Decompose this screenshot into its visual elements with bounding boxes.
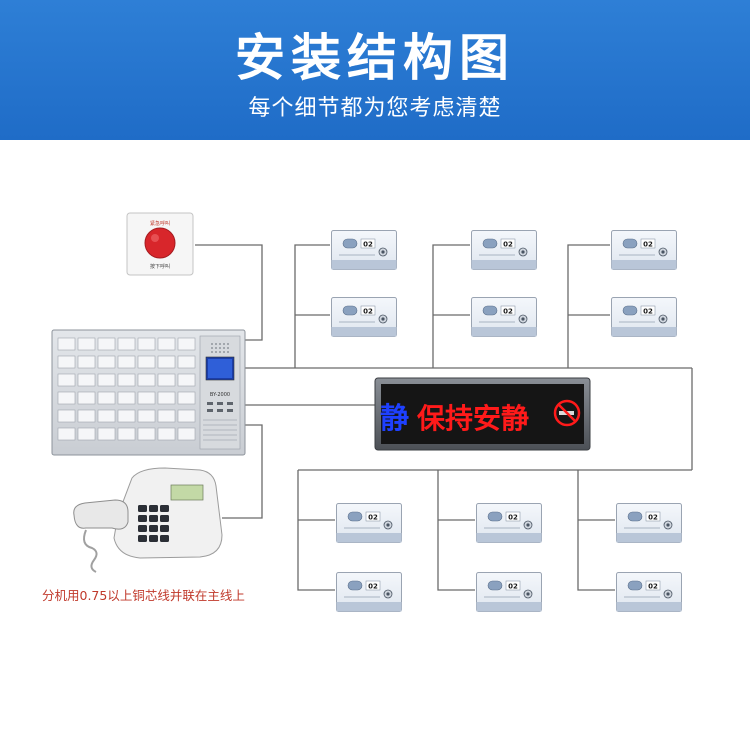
bedside-units-top	[331, 230, 677, 337]
panel-key	[117, 409, 136, 423]
wire-top-branch-1	[294, 244, 330, 368]
panel-key	[157, 391, 176, 405]
phone-key	[160, 525, 169, 532]
bedside-unit	[476, 572, 542, 612]
wiring-caption: 分机用0.75以上铜芯线并联在主线上	[42, 588, 245, 603]
panel-key-grid	[57, 337, 196, 441]
telephone	[73, 467, 223, 573]
phone-keypad	[138, 505, 169, 542]
page-title: 安装结构图	[235, 29, 515, 87]
bedside-unit	[336, 503, 402, 543]
emergency-call-button: 紧急呼叫 按下呼叫	[126, 212, 194, 276]
panel-key	[157, 355, 176, 369]
wire-bottom-branch-1	[297, 470, 335, 591]
panel-key	[97, 337, 116, 351]
panel-key	[157, 337, 176, 351]
phone-key	[149, 535, 158, 542]
phone-lcd	[170, 484, 204, 501]
panel-key	[117, 355, 136, 369]
panel-key	[97, 409, 116, 423]
phone-cord	[83, 529, 98, 573]
handset	[73, 499, 129, 530]
phone-key	[138, 505, 147, 512]
panel-key	[137, 337, 156, 351]
red-button-icon	[144, 227, 176, 259]
panel-key	[97, 391, 116, 405]
wire-bottom-branch-3	[577, 470, 615, 591]
phone-key	[138, 535, 147, 542]
no-smoking-icon	[553, 399, 581, 427]
svg-text:紧急呼叫: 紧急呼叫	[150, 220, 170, 227]
panel-key	[57, 427, 76, 441]
panel-key	[77, 427, 96, 441]
bedside-unit	[471, 230, 537, 270]
wire-top-branch-2	[432, 244, 470, 368]
bedside-unit	[331, 297, 397, 337]
panel-key	[77, 337, 96, 351]
panel-key	[57, 355, 76, 369]
bedside-unit	[336, 572, 402, 612]
panel-key	[137, 373, 156, 387]
panel-key	[137, 391, 156, 405]
led-display: 静 保持安静	[374, 377, 591, 451]
panel-key	[177, 427, 196, 441]
page-subtitle: 每个细节都为您考虑清楚	[248, 96, 502, 121]
speaker-grille	[211, 343, 229, 353]
panel-key	[97, 355, 116, 369]
phone-key	[138, 525, 147, 532]
bedside-unit	[476, 503, 542, 543]
wire-top-branch-3	[567, 244, 610, 368]
phone-key	[149, 525, 158, 532]
panel-key	[117, 373, 136, 387]
led-prefix: 静	[380, 401, 409, 435]
led-message: 保持安静	[417, 402, 529, 435]
panel-key	[117, 391, 136, 405]
bedside-unit	[616, 503, 682, 543]
panel-key	[57, 373, 76, 387]
panel-key	[57, 409, 76, 423]
panel-key	[137, 427, 156, 441]
phone-key	[160, 505, 169, 512]
bedside-unit	[616, 572, 682, 612]
bedside-unit	[611, 297, 677, 337]
panel-key	[177, 355, 196, 369]
panel-key	[57, 391, 76, 405]
panel-key	[157, 409, 176, 423]
svg-text:BY-2000: BY-2000	[210, 392, 230, 398]
panel-key	[157, 373, 176, 387]
panel-key	[137, 355, 156, 369]
svg-text:按下呼叫: 按下呼叫	[150, 263, 170, 270]
panel-key	[177, 337, 196, 351]
panel-key	[97, 373, 116, 387]
panel-key	[177, 409, 196, 423]
phone-key	[149, 505, 158, 512]
wiring	[195, 244, 693, 591]
panel-key	[77, 391, 96, 405]
panel-key	[117, 427, 136, 441]
phone-key	[160, 515, 169, 522]
phone-key	[160, 535, 169, 542]
wire-emergency	[195, 244, 263, 341]
phone-key	[138, 515, 147, 522]
bedside-unit	[471, 297, 537, 337]
header-banner: 安装结构图 每个细节都为您考虑清楚	[0, 0, 750, 140]
panel-key	[77, 373, 96, 387]
phone-key	[149, 515, 158, 522]
panel-key	[117, 337, 136, 351]
bedside-unit	[331, 230, 397, 270]
panel-key	[57, 337, 76, 351]
panel-key	[177, 373, 196, 387]
wire-bottom-branch-2	[437, 470, 475, 591]
bedside-units-bottom	[336, 503, 682, 612]
host-panel: BY-2000	[51, 329, 246, 456]
bedside-unit	[611, 230, 677, 270]
panel-key	[137, 409, 156, 423]
panel-key	[77, 409, 96, 423]
panel-key	[97, 427, 116, 441]
panel-key	[77, 355, 96, 369]
panel-key	[177, 391, 196, 405]
wire-phone	[222, 424, 263, 519]
panel-key	[157, 427, 176, 441]
